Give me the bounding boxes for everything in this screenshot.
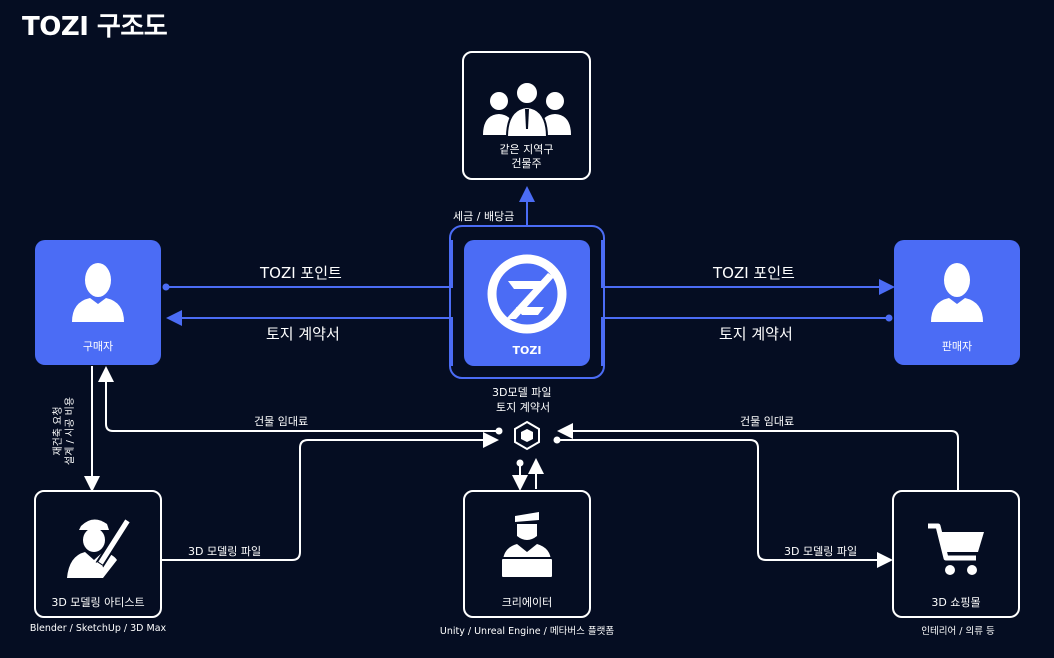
node-buyer: 구매자 <box>35 240 161 365</box>
vertical-label-line2: 설계 / 시공 비용 <box>65 396 76 466</box>
node-shop: 3D 쇼핑몰 <box>892 490 1020 618</box>
edge-label-rent-right: 건물 임대료 <box>740 415 795 428</box>
node-seller: 판매자 <box>894 240 1020 365</box>
hub-label-line2: 토지 계약서 <box>496 401 551 414</box>
node-label: 3D 쇼핑몰 <box>931 596 981 609</box>
node-tozi: TOZI <box>464 240 590 366</box>
shopping-cart-icon <box>928 523 984 575</box>
artist-tools: Blender / SketchUp / 3D Max <box>29 623 167 634</box>
hub-label-line1: 3D모델 파일 <box>492 386 552 399</box>
edge-label-tozi-point-right: TOZI 포인트 <box>713 264 795 282</box>
user-icon <box>72 263 124 322</box>
node-label-line2: 건물주 <box>511 157 542 170</box>
user-icon <box>931 263 983 322</box>
line-model-file-left <box>162 432 499 561</box>
node-label: 3D 모델링 아티스트 <box>51 596 145 609</box>
node-building-owners: 같은 지역구 건물주 <box>462 51 591 180</box>
edge-label-tax-dividend: 세금 / 배당금 <box>453 210 515 223</box>
edge-label-contract-right: 토지 계약서 <box>719 325 793 343</box>
page-title: TOZI 구조도 <box>22 12 168 42</box>
cube-hub-icon <box>514 420 540 451</box>
node-label: 구매자 <box>82 340 114 353</box>
node-label: TOZI <box>512 344 542 357</box>
node-artist: 3D 모델링 아티스트 <box>34 490 162 618</box>
line-tozi-point-right <box>601 240 895 295</box>
shop-examples: 인테리어 / 의류 등 <box>921 626 995 637</box>
edge-label-tozi-point-left: TOZI 포인트 <box>260 264 342 282</box>
node-label: 크리에이터 <box>501 596 553 609</box>
vertical-label-line1: 재건축 요청 <box>53 406 64 456</box>
line-contract-right <box>601 317 888 366</box>
artist-icon <box>67 516 133 578</box>
creator-tools: Unity / Unreal Engine / 메타버스 플랫폼 <box>439 626 615 637</box>
edge-label-model-file-left: 3D 모델링 파일 <box>188 545 262 558</box>
group-users-icon <box>482 81 571 138</box>
node-creator: 크리에이터 <box>463 490 591 618</box>
node-label-line1: 같은 지역구 <box>499 143 554 156</box>
line-rent-right <box>557 423 959 490</box>
line-contract-left <box>166 310 453 366</box>
node-label: 판매자 <box>941 340 973 353</box>
creator-icon <box>500 512 554 579</box>
edge-label-contract-left: 토지 계약서 <box>266 325 340 343</box>
vertical-label-rebuild: 재건축 요청 설계 / 시공 비용 <box>53 361 79 501</box>
edge-label-model-file-right: 3D 모델링 파일 <box>784 545 858 558</box>
line-rent-left <box>98 366 499 432</box>
line-tozi-point-left <box>168 240 453 288</box>
line-model-file-right <box>557 439 893 568</box>
tozi-logo-icon <box>487 254 567 334</box>
edge-label-rent-left: 건물 임대료 <box>254 415 309 428</box>
